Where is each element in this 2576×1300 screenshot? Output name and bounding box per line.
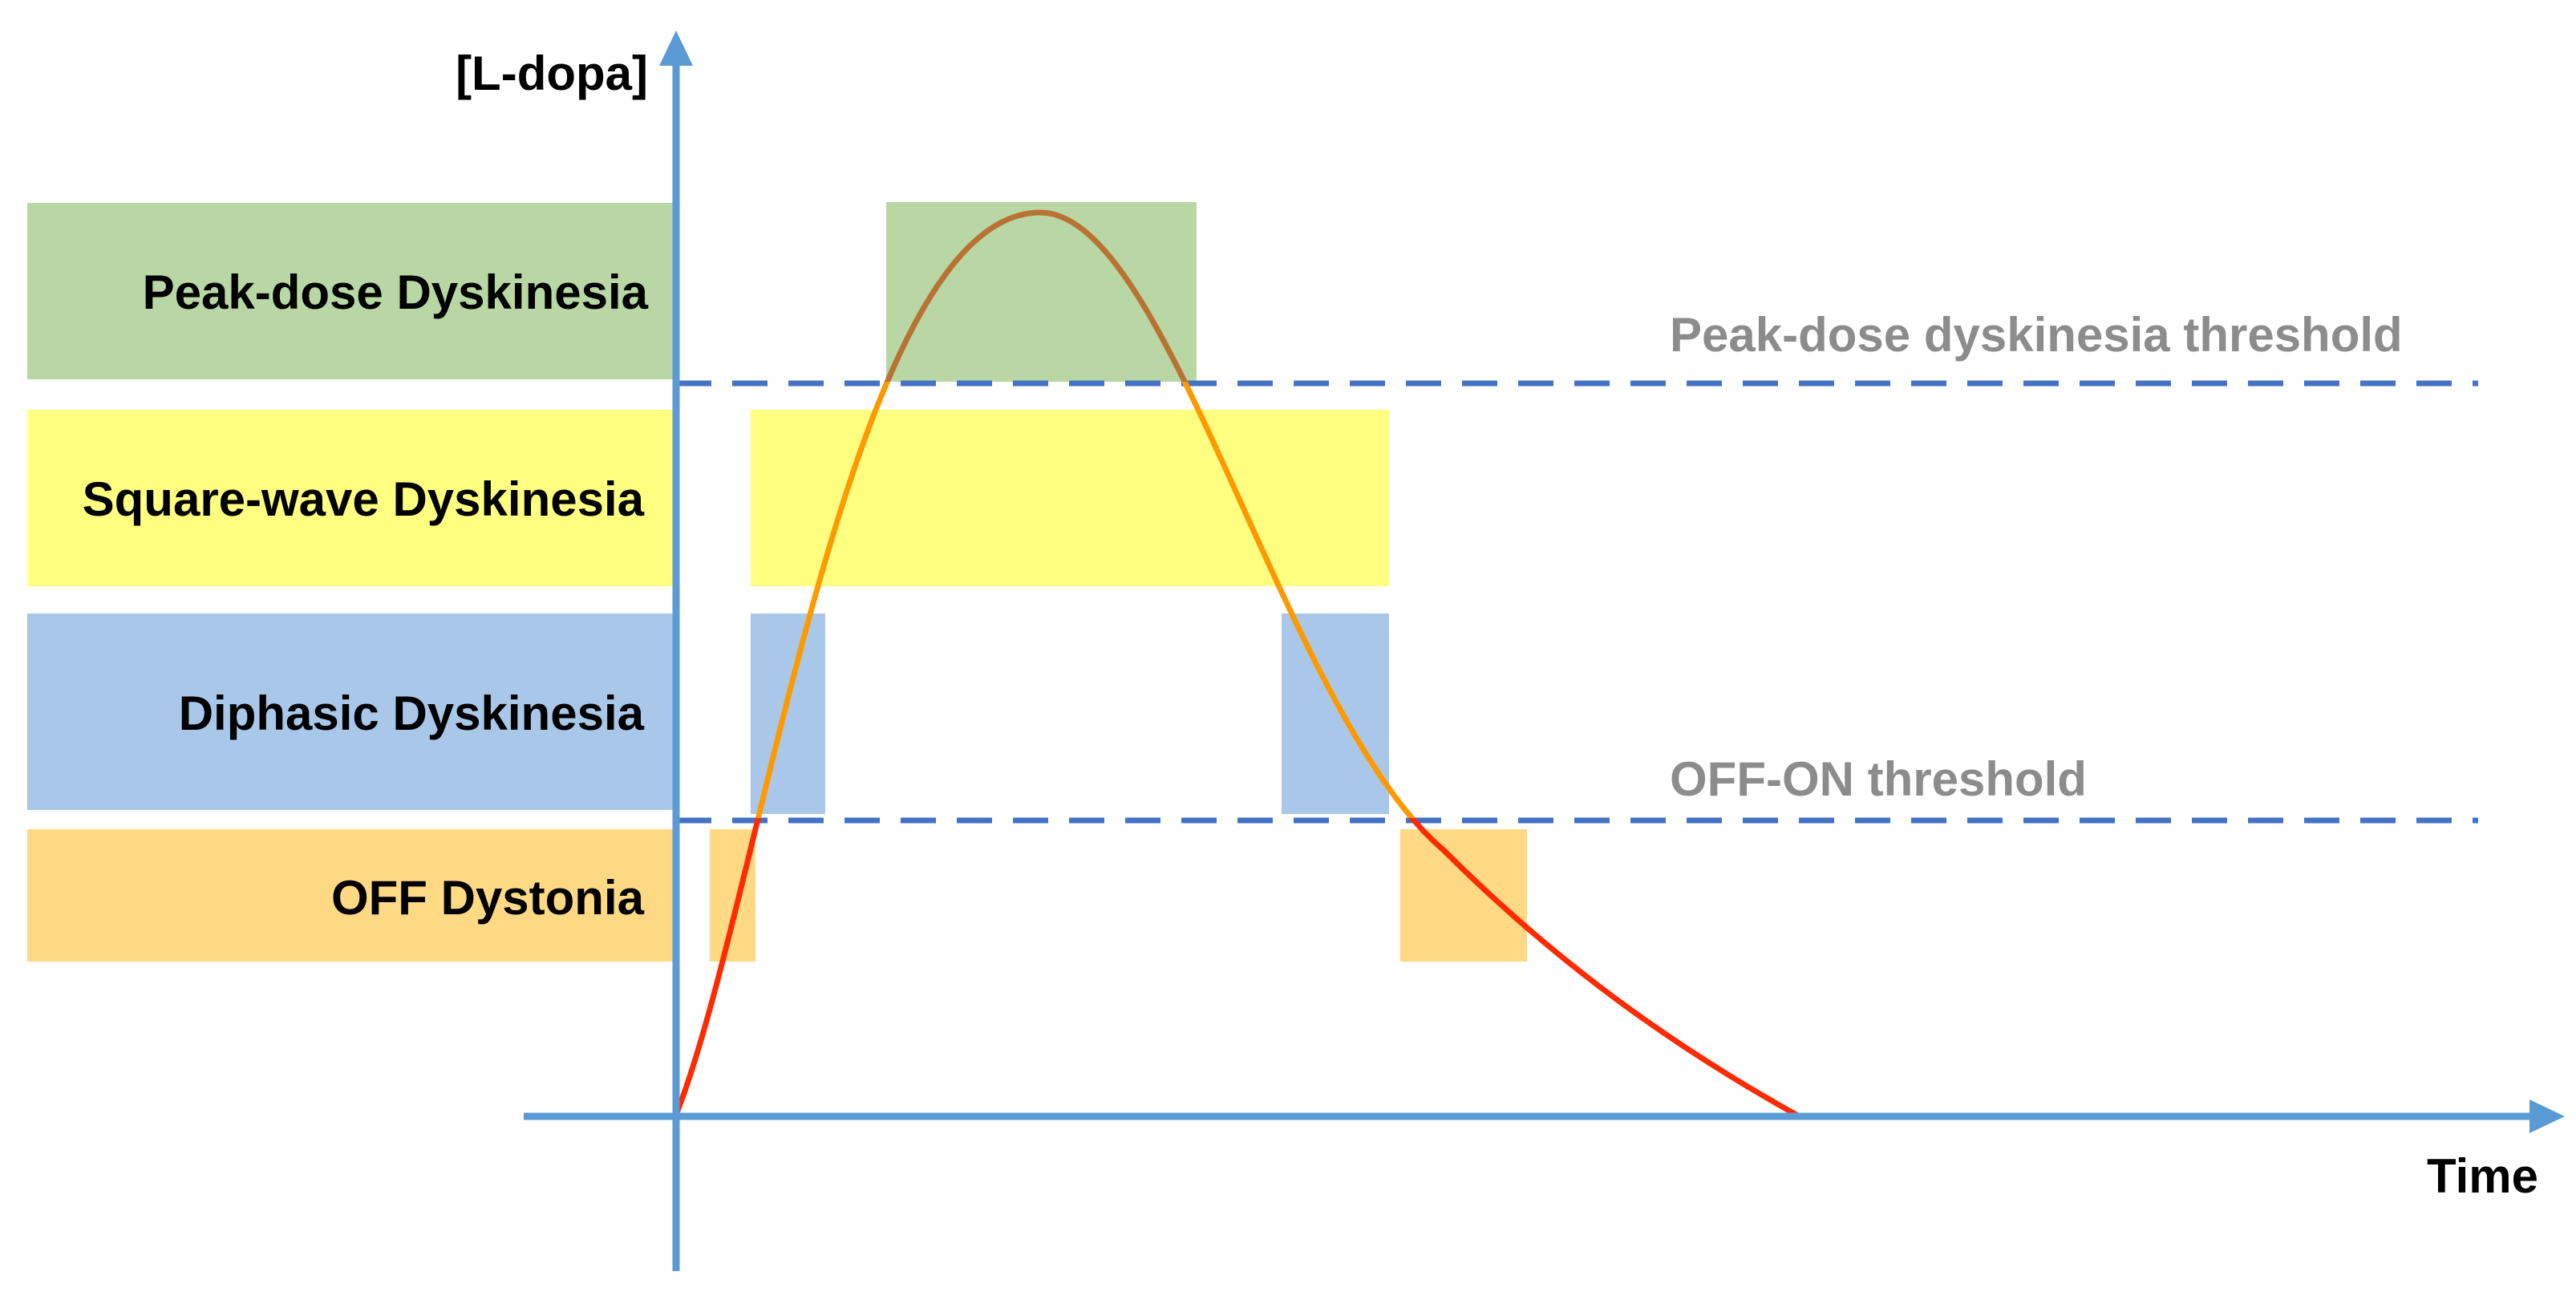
x-axis-label: Time [2427,1149,2538,1203]
off-dystonia-block-offset [1400,829,1527,962]
x-axis-arrowhead [2529,1100,2565,1133]
peak-dose-threshold-label: Peak-dose dyskinesia threshold [1670,308,2403,362]
y-axis-label: [L-dopa] [456,47,648,100]
l-dopa-curve [676,209,1800,1118]
peak-dose-label-box [27,203,674,379]
diphasic-block-onset [751,614,825,814]
square-wave-label-box [27,410,674,586]
x-axis [524,1100,2565,1133]
diphasic-label: Diphasic Dyskinesia [179,686,645,740]
square-wave-label: Square-wave Dyskinesia [83,472,645,526]
off-dystonia-label: OFF Dystonia [331,871,645,925]
peak-dose-label: Peak-dose Dyskinesia [143,265,649,319]
square-wave-block [751,410,1389,586]
off-on-threshold-label: OFF-ON threshold [1670,752,2087,806]
y-axis-arrowhead [659,30,693,66]
off-dystonia-label-box [27,829,674,962]
diphasic-block-offset [1282,614,1389,814]
diphasic-label-box [27,614,674,810]
peak-dose-block [886,202,1197,382]
y-axis [659,30,693,1271]
